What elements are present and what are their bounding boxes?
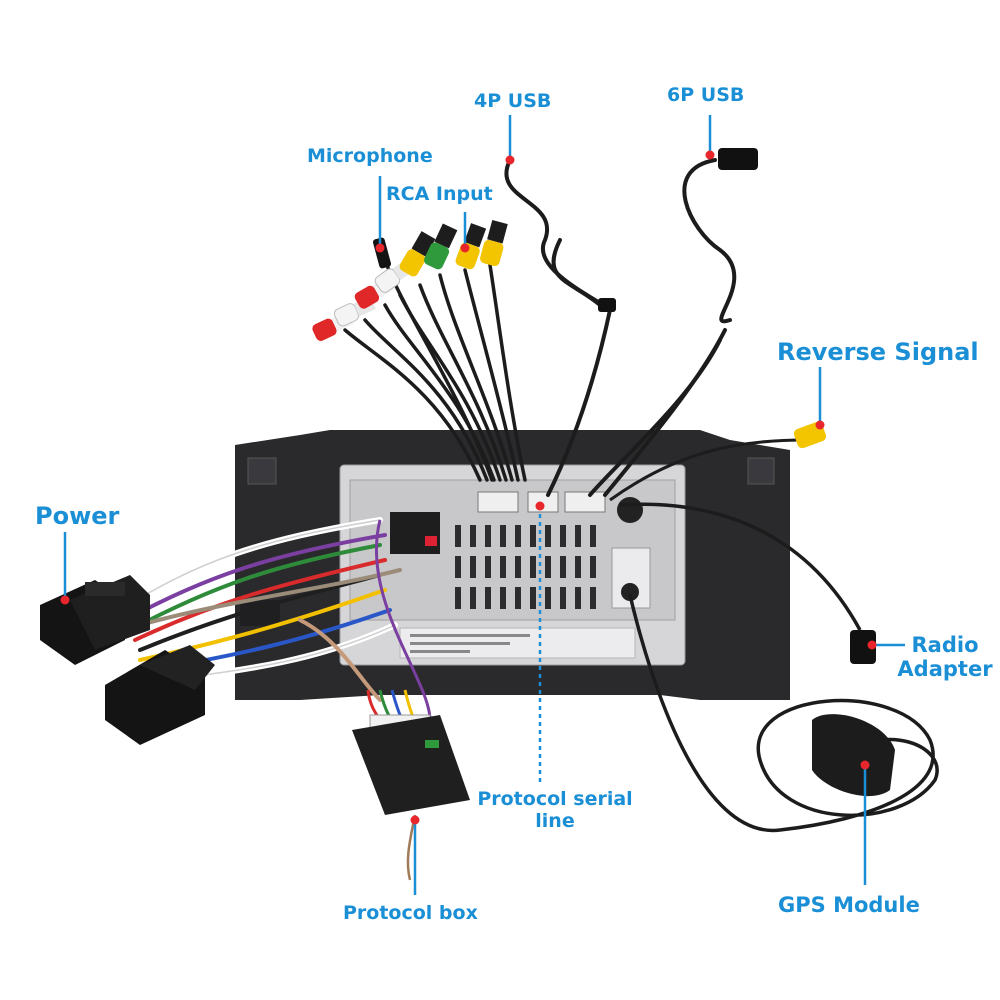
- label-protocol-box: Protocol box: [343, 902, 478, 924]
- label-gps-module: GPS Module: [778, 893, 920, 917]
- marker-dots: [60, 150, 877, 825]
- gps-cable: [628, 593, 939, 832]
- usb-6p-cable: [588, 158, 737, 497]
- label-radio-adapter-line1: Radio: [911, 633, 979, 657]
- label-protocol-serial-line1: Protocol serial: [477, 788, 633, 810]
- label-6p-usb: 6P USB: [667, 84, 745, 106]
- protocol-box: [352, 519, 470, 881]
- head-unit: [235, 430, 790, 700]
- label-4p-usb: 4P USB: [474, 90, 552, 112]
- usb-6p-plug: [718, 148, 758, 170]
- label-radio-adapter: Radio Adapter: [896, 633, 994, 681]
- label-microphone: Microphone: [307, 145, 433, 167]
- label-protocol-serial-line: Protocol serial line: [470, 788, 640, 832]
- label-radio-adapter-line2: Adapter: [897, 657, 993, 681]
- gps-module: [812, 714, 895, 797]
- radio-adapter-cable: [619, 502, 876, 664]
- usb-4p-plug: [598, 298, 616, 312]
- chassis-vents: [455, 525, 596, 609]
- label-protocol-serial-line2: line: [535, 810, 575, 832]
- power-harness: [40, 517, 402, 745]
- label-reverse-signal: Reverse Signal: [777, 338, 979, 366]
- leader-lines: [63, 115, 905, 895]
- label-power: Power: [35, 502, 120, 530]
- label-rca-input: RCA Input: [386, 183, 493, 205]
- usb-4p-cable: [504, 158, 612, 497]
- rca-cable-bundle: [343, 248, 527, 482]
